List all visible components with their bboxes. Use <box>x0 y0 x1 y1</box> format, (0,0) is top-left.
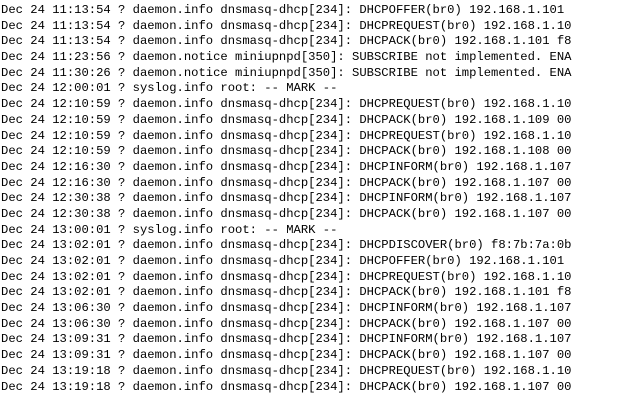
log-line: Dec 24 11:13:54 ? daemon.info dnsmasq-dh… <box>1 34 572 49</box>
log-line: Dec 24 12:16:30 ? daemon.info dnsmasq-dh… <box>1 175 572 190</box>
log-line: Dec 24 13:02:01 ? daemon.info dnsmasq-dh… <box>1 238 572 253</box>
log-line: Dec 24 11:30:26 ? daemon.notice miniupnp… <box>1 65 572 80</box>
log-line: Dec 24 11:13:54 ? daemon.info dnsmasq-dh… <box>1 18 572 33</box>
log-line: Dec 24 13:02:01 ? daemon.info dnsmasq-dh… <box>1 285 572 300</box>
log-line: Dec 24 11:13:54 ? daemon.info dnsmasq-dh… <box>1 3 565 17</box>
log-line: Dec 24 12:30:38 ? daemon.info dnsmasq-dh… <box>1 206 572 221</box>
log-line: Dec 24 12:10:59 ? daemon.info dnsmasq-dh… <box>1 144 572 159</box>
log-line: Dec 24 12:16:30 ? daemon.info dnsmasq-dh… <box>1 159 572 174</box>
log-line: Dec 24 13:19:18 ? daemon.info dnsmasq-dh… <box>1 363 572 378</box>
log-line: Dec 24 12:10:59 ? daemon.info dnsmasq-dh… <box>1 128 572 143</box>
log-line: Dec 24 13:09:31 ? daemon.info dnsmasq-dh… <box>1 348 572 363</box>
log-line: Dec 24 12:00:01 ? syslog.info root: -- M… <box>1 81 338 96</box>
log-line: Dec 24 12:10:59 ? daemon.info dnsmasq-dh… <box>1 97 572 112</box>
log-line: Dec 24 13:19:18 ? daemon.info dnsmasq-dh… <box>1 379 572 394</box>
log-line: Dec 24 13:02:01 ? daemon.info dnsmasq-dh… <box>1 269 572 284</box>
log-lines-list: Dec 24 11:13:54 ? daemon.info dnsmasq-dh… <box>1 3 571 395</box>
log-line: Dec 24 13:02:01 ? daemon.info dnsmasq-dh… <box>1 254 565 268</box>
log-line: Dec 24 13:09:31 ? daemon.info dnsmasq-dh… <box>1 332 572 347</box>
log-line: Dec 24 13:00:01 ? syslog.info root: -- M… <box>1 222 338 237</box>
log-line: Dec 24 13:06:30 ? daemon.info dnsmasq-dh… <box>1 316 572 331</box>
log-line: Dec 24 12:10:59 ? daemon.info dnsmasq-dh… <box>1 112 572 127</box>
log-line: Dec 24 12:30:38 ? daemon.info dnsmasq-dh… <box>1 191 572 206</box>
log-line: Dec 24 11:23:56 ? daemon.notice miniupnp… <box>1 50 572 65</box>
log-line: Dec 24 13:06:30 ? daemon.info dnsmasq-dh… <box>1 301 572 316</box>
